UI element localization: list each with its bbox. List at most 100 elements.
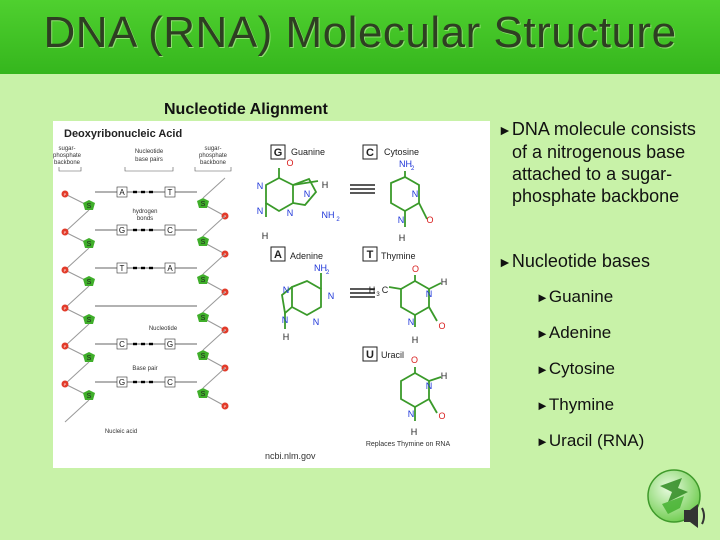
adenine-N1: N	[283, 285, 290, 295]
label-nucleotide: Nucleotide	[149, 326, 178, 332]
left-sugar	[83, 390, 95, 400]
adenine-structure: A Adenine NH 2 N N N N H	[270, 246, 375, 342]
right-sugar-label: S	[201, 277, 206, 284]
adenine-N4: N	[313, 317, 320, 327]
left-phosphate	[61, 228, 69, 236]
guanine-structure: G Guanine O N N N N H H NH 2	[257, 144, 340, 241]
guanine-N2: N	[304, 189, 311, 199]
uracil-structure: U Uracil O N N O H H Replaces Thymine on…	[362, 346, 450, 448]
uracil-N2: N	[408, 409, 415, 419]
cytosine-NH2: NH	[399, 159, 412, 169]
guanine-letter: G	[274, 147, 283, 159]
left-phosphate-label: P	[64, 344, 67, 349]
thymine-N1: N	[426, 289, 433, 299]
cytosine-N1: N	[412, 189, 419, 199]
left-sugar	[83, 276, 95, 286]
right-backbone-link	[202, 177, 226, 199]
left-phosphate	[61, 266, 69, 274]
right-sugar	[197, 274, 209, 284]
left-sugar-label: S	[87, 241, 92, 248]
sub-arrow-icon: ►	[536, 290, 549, 305]
right-sugar	[197, 198, 209, 208]
figure-heading: Nucleotide Alignment	[164, 101, 328, 118]
right-sugar	[197, 350, 209, 360]
cytosine-NH2-sub: 2	[411, 166, 415, 172]
base-left-letter: C	[119, 340, 125, 349]
label-sugar-left-1: sugar-	[58, 146, 75, 152]
uracil-letter: U	[366, 349, 374, 361]
recycling-leaf-sound-icon[interactable]	[644, 466, 714, 532]
base-right-letter: G	[167, 340, 173, 349]
left-phosphate	[61, 304, 69, 312]
guanine-N4: N	[287, 208, 294, 218]
right-sugar-label: S	[201, 201, 206, 208]
cytosine-N2: N	[398, 215, 405, 225]
cytosine-letter: C	[366, 147, 374, 159]
thymine-name: Thymine	[381, 251, 416, 261]
thymine-H1: H	[441, 277, 448, 287]
thymine-N2: N	[408, 317, 415, 327]
thymine-structure: T Thymine O H 3 C N N O H H	[362, 246, 448, 345]
right-sugar-label: S	[201, 315, 206, 322]
guanine-NH2: NH	[322, 210, 335, 220]
uracil-H2: H	[411, 427, 418, 437]
base-right-letter: C	[167, 226, 173, 235]
guanine-H2: H	[262, 231, 269, 241]
label-hbonds-2: bonds	[137, 216, 153, 222]
left-sugar	[83, 314, 95, 324]
left-backbone-link	[64, 399, 90, 423]
base-box	[164, 224, 176, 236]
right-sugar	[197, 236, 209, 246]
left-backbone-link	[64, 361, 90, 385]
thymine-H2: H	[412, 335, 419, 345]
left-sugar-label: S	[87, 393, 92, 400]
right-sugar-label: S	[201, 353, 206, 360]
left-sugar-label: S	[87, 279, 92, 286]
base-box	[116, 224, 128, 236]
left-sugar	[83, 238, 95, 248]
sub-bullet-cytosine: ►Cytosine	[536, 359, 616, 378]
base-box	[116, 338, 128, 350]
guanine-N3: N	[257, 206, 264, 216]
adenine-letter: A	[274, 249, 282, 261]
base-box	[164, 376, 176, 388]
sub-arrow-icon: ►	[536, 362, 549, 377]
right-backbone-link	[202, 215, 226, 237]
right-sugar-label: S	[201, 239, 206, 246]
label-base-pairs-1: Nucleotide	[135, 149, 164, 155]
right-sugar	[197, 312, 209, 322]
uracil-O1: O	[411, 355, 418, 365]
source-credit: ncbi.nlm.gov	[265, 451, 316, 461]
base-left-letter: T	[120, 264, 125, 273]
uracil-H1: H	[441, 371, 448, 381]
right-backbone-link	[202, 367, 226, 389]
guanine-NH2-sub: 2	[336, 217, 340, 223]
bullet-dna-text: DNA molecule consists of a nitrogenous b…	[511, 119, 696, 206]
left-sugar	[83, 352, 95, 362]
label-sugar-right-3: backbone	[200, 160, 227, 166]
right-backbone-link	[202, 291, 226, 313]
bullet-bases: ►Nucleotide bases	[498, 250, 710, 273]
adenine-name: Adenine	[290, 251, 323, 261]
adenine-H: H	[283, 332, 290, 342]
base-right-letter: C	[167, 378, 173, 387]
guanine-name: Guanine	[291, 147, 325, 157]
left-phosphate-label: P	[64, 192, 67, 197]
right-sugar	[197, 388, 209, 398]
slide-title: DNA (RNA) Molecular Structure	[43, 8, 677, 57]
adenine-N3: N	[282, 315, 289, 325]
left-phosphate-label: P	[64, 382, 67, 387]
dna-ladder: PSPSATPSPSGCPSPSTAPSPSPSPSCGPSPSGC	[61, 177, 229, 423]
base-box	[164, 338, 176, 350]
adenine-N2: N	[328, 291, 335, 301]
base-left-letter: G	[119, 226, 125, 235]
thymine-letter: T	[367, 249, 374, 261]
sub-bullet-thymine: ►Thymine	[536, 395, 615, 414]
label-sugar-right-1: sugar-	[204, 146, 221, 152]
figure-subheading: Deoxyribonucleic Acid	[64, 128, 182, 140]
label-sugar-left-2: phosphate	[53, 153, 82, 159]
label-hbonds-1: hydrogen	[132, 209, 157, 215]
label-base-pairs-2: base pairs	[135, 157, 163, 163]
left-sugar	[83, 200, 95, 210]
sub-arrow-icon: ►	[536, 398, 549, 413]
